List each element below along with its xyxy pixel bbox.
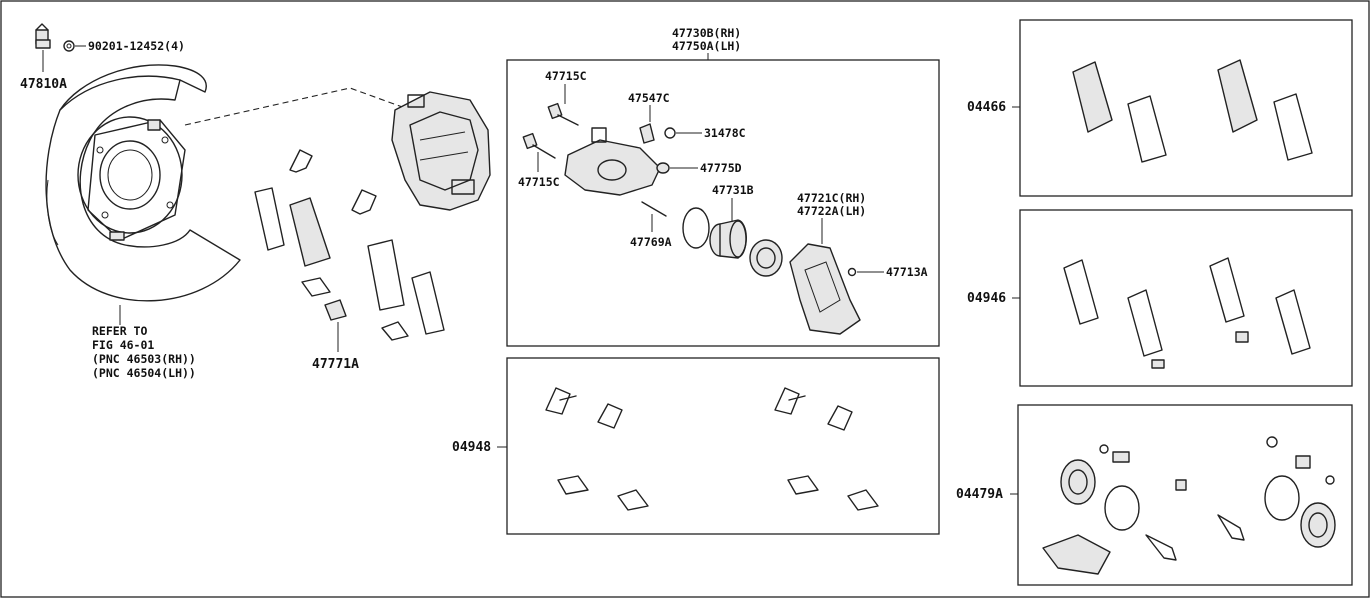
shim-kit-box-04946 (1019, 209, 1353, 387)
label-47721c-rh: 47721C(RH) (797, 191, 866, 205)
label-04946: 04946 (967, 291, 1006, 306)
label-04466: 04466 (967, 100, 1006, 115)
label-47730b-rh: 47730B(RH) (672, 26, 741, 40)
clip-kit-box-04948 (506, 357, 940, 535)
label-refer-to: REFER TO (92, 324, 147, 338)
dashed-connector (184, 87, 406, 126)
pad-clips-illustration (289, 149, 409, 341)
label-04479a: 04479A (956, 487, 1003, 502)
label-47731b: 47731B (712, 183, 754, 197)
label-47775d: 47775D (700, 161, 742, 175)
label-31478c: 31478C (704, 126, 746, 140)
seal-kit-04479a-illustration (1042, 436, 1336, 575)
bleeder-47547c-illustration (639, 123, 655, 144)
bolt-47810a-illustration (35, 23, 75, 52)
label-refer-fig: FIG 46-01 (92, 338, 154, 352)
label-47713a: 47713A (886, 265, 928, 279)
caliper-kit-box (506, 59, 940, 347)
seal-ring-illustration (682, 207, 710, 249)
part-47713a-illustration (847, 267, 857, 277)
pad-kit-box-04466 (1019, 19, 1353, 197)
shim-kit-04946-illustration (1063, 257, 1311, 369)
label-refer-pnc-rh: (PNC 46503(RH)) (92, 352, 196, 366)
piston-boot-illustration (749, 239, 783, 277)
label-47547c: 47547C (628, 91, 670, 105)
boot-47775d-illustration (656, 162, 670, 174)
cap-31478c-illustration (664, 127, 676, 139)
guide-bolt-upper-illustration (547, 102, 579, 126)
caliper-body-illustration (564, 139, 661, 196)
label-47810a: 47810A (20, 77, 67, 92)
mounting-bracket-illustration (789, 243, 861, 335)
pin-47769a-illustration (641, 201, 667, 217)
piston-47731b-illustration (709, 219, 747, 259)
label-47771a: 47771A (312, 357, 359, 372)
label-refer-pnc-lh: (PNC 46504(LH)) (92, 366, 196, 380)
backing-plate-illustration (45, 64, 241, 302)
pad-kit-04466-illustration (1072, 59, 1313, 163)
label-04948: 04948 (452, 440, 491, 455)
label-47769a: 47769A (630, 235, 672, 249)
label-47715c-bottom: 47715C (518, 175, 560, 189)
brake-pads-illustration (254, 187, 445, 335)
label-47715c-top: 47715C (545, 69, 587, 83)
guide-bolt-lower-illustration (522, 132, 556, 159)
clip-kit-04948-illustration (545, 387, 879, 511)
label-90201-12452: 90201-12452(4) (88, 39, 185, 53)
seal-kit-box-04479a (1017, 404, 1353, 586)
shim-47771a-illustration (324, 299, 347, 321)
label-47722a-lh: 47722A(LH) (797, 204, 866, 218)
caliper-assembly-illustration (391, 91, 491, 211)
label-47750a-lh: 47750A(LH) (672, 39, 741, 53)
